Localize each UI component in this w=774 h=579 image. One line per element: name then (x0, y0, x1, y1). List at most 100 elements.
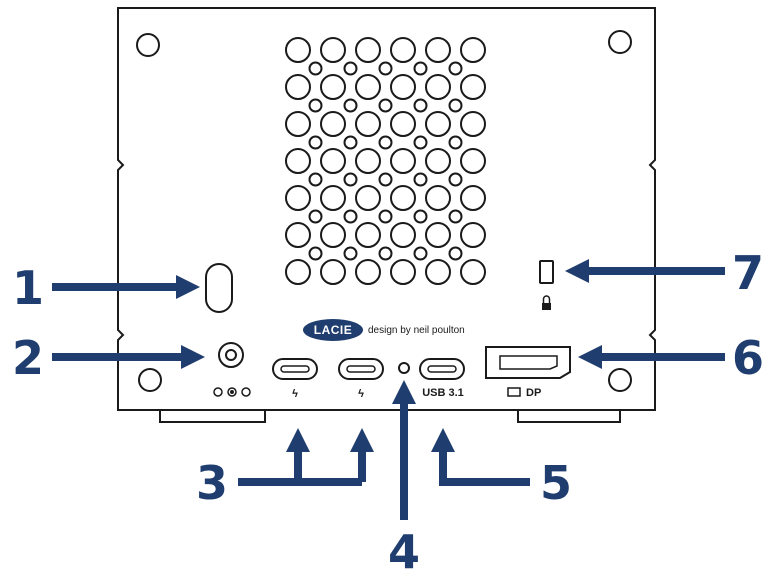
arrow-3-head-right (350, 428, 374, 452)
vent-hole-large (320, 37, 346, 63)
ventilation-grille (285, 37, 486, 285)
vent-hole-large (355, 148, 381, 174)
vent-hole-large (460, 259, 486, 285)
vent-hole-small (448, 172, 463, 187)
vent-hole-small (308, 172, 323, 187)
vent-hole-large (285, 74, 311, 100)
arrow-7-head (565, 259, 589, 283)
vent-hole-large (320, 222, 346, 248)
vent-hole-large (390, 148, 416, 174)
monitor-icon (507, 387, 521, 397)
vent-hole-large (355, 185, 381, 211)
vent-hole-small (378, 209, 393, 224)
arrow-2-head (181, 345, 205, 369)
thunderbolt-port-1-inner (280, 365, 310, 373)
callout-5: 5 (540, 456, 572, 510)
vent-hole-large (390, 111, 416, 137)
vent-hole-large (425, 148, 451, 174)
thunderbolt-port-2 (338, 358, 384, 380)
vent-hole-large (355, 222, 381, 248)
lacie-logo: LACIE (314, 323, 353, 337)
padlock-shackle (542, 295, 551, 303)
vent-hole-small (413, 135, 428, 150)
thunderbolt-symbol-1: ϟ (292, 388, 298, 400)
callout-3: 3 (196, 456, 228, 510)
ports (205, 260, 571, 380)
vent-hole-small (343, 61, 358, 76)
arrow-5-head (431, 428, 455, 452)
arrow-5-shaft (439, 448, 530, 486)
thunderbolt-port-2-inner (346, 365, 376, 373)
thunderbolt-symbol-2: ϟ (358, 388, 364, 400)
vent-hole-large (425, 222, 451, 248)
dp-label: DP (526, 387, 541, 399)
usb-c-port (419, 358, 465, 380)
vent-hole-large (390, 222, 416, 248)
vent-hole-large (460, 185, 486, 211)
callout-7: 7 (732, 246, 764, 300)
corner-holes (136, 30, 632, 392)
vent-hole-large (285, 185, 311, 211)
vent-hole-large (425, 111, 451, 137)
arrow-3-shaft (238, 448, 366, 486)
power-button (205, 263, 233, 313)
vent-hole-small (413, 61, 428, 76)
vent-hole-small (413, 209, 428, 224)
vent-hole-small (378, 61, 393, 76)
corner-hole (608, 368, 632, 392)
vent-hole-small (343, 172, 358, 187)
vent-hole-small (378, 98, 393, 113)
vent-hole-small (378, 246, 393, 261)
callout-2: 2 (12, 331, 44, 385)
corner-hole (136, 33, 160, 57)
vent-hole-large (425, 74, 451, 100)
callout-numbers: 1 2 3 4 5 6 7 (12, 246, 764, 579)
arrow-6-head (578, 345, 602, 369)
designer-credit: design by neil poulton (368, 325, 465, 336)
usb-c-port-inner (427, 365, 457, 373)
vent-hole-small (448, 135, 463, 150)
lacie-logo-badge (303, 319, 363, 341)
vent-hole-large (285, 111, 311, 137)
vent-hole-small (308, 246, 323, 261)
displayport-port-inner (499, 355, 558, 370)
vent-hole-small (308, 98, 323, 113)
vent-hole-large (460, 148, 486, 174)
vent-hole-small (308, 209, 323, 224)
vent-hole-small (378, 135, 393, 150)
vent-hole-large (320, 111, 346, 137)
vent-hole-large (460, 37, 486, 63)
vent-hole-large (425, 185, 451, 211)
vent-hole-small (378, 172, 393, 187)
vent-hole-large (320, 74, 346, 100)
displayport-port (485, 346, 571, 379)
thunderbolt-port-1 (272, 358, 318, 380)
arrow-1-head (176, 275, 200, 299)
vent-hole-small (413, 246, 428, 261)
vent-hole-large (390, 259, 416, 285)
vent-hole-small (308, 135, 323, 150)
vent-hole-large (320, 185, 346, 211)
vent-hole-large (355, 74, 381, 100)
vent-hole-large (355, 37, 381, 63)
callout-arrows (52, 259, 725, 520)
arrow-3-head-left (286, 428, 310, 452)
vent-hole-small (448, 246, 463, 261)
vent-hole-large (425, 37, 451, 63)
vent-hole-small (343, 209, 358, 224)
security-slot (539, 260, 554, 284)
vent-hole-large (320, 148, 346, 174)
vent-hole-large (425, 259, 451, 285)
vent-hole-large (285, 37, 311, 63)
dc-input-port (218, 342, 244, 368)
vent-hole-large (355, 259, 381, 285)
vent-hole-large (390, 185, 416, 211)
vent-hole-large (285, 259, 311, 285)
corner-hole (138, 368, 162, 392)
vent-hole-small (448, 209, 463, 224)
vent-hole-small (448, 98, 463, 113)
port-labels: ϟ ϟ USB 3.1 DP (213, 387, 541, 400)
vent-hole-small (343, 246, 358, 261)
vent-hole-large (390, 74, 416, 100)
